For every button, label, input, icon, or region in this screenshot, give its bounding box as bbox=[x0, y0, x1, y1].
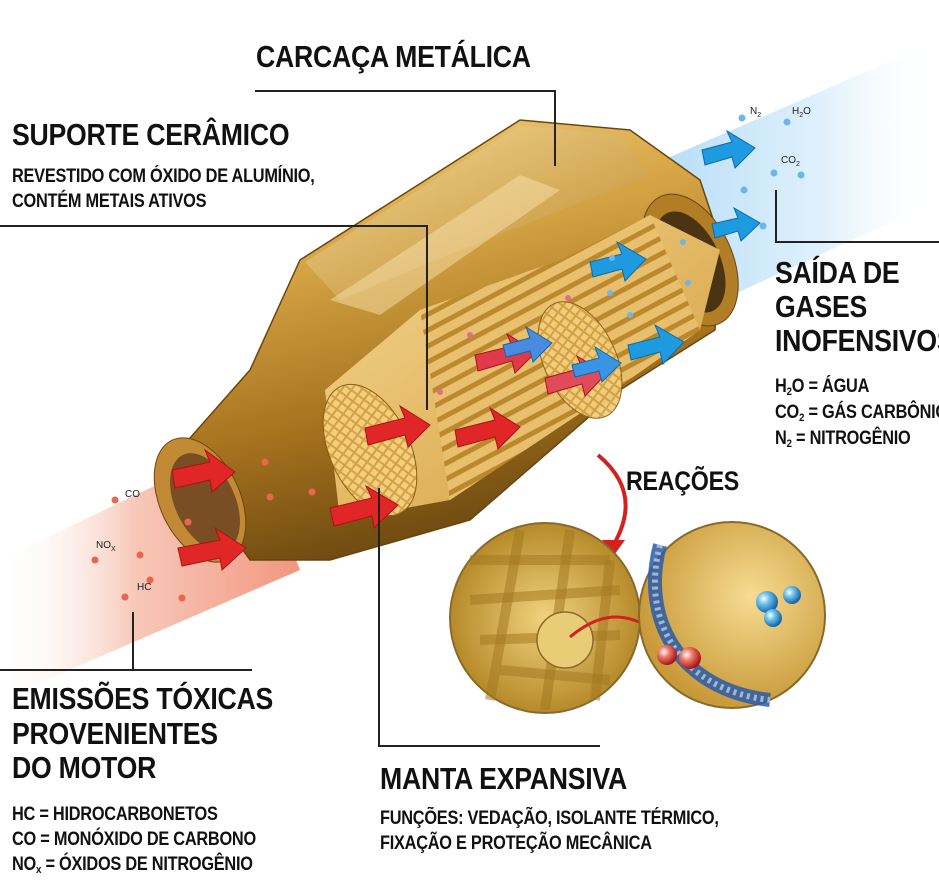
leader-inlet-v bbox=[132, 612, 134, 670]
substrate-title: SUPORTE CERÂMICO bbox=[12, 118, 289, 153]
legend-hc: HC = HIDROCARBONETOS bbox=[12, 802, 256, 827]
reactions-title: REAÇÕES bbox=[626, 466, 739, 496]
substrate-desc-line-1: REVESTIDO COM ÓXIDO DE ALUMÍNIO, bbox=[12, 164, 315, 189]
legend-co: CO = MONÓXIDO DE CARBONO bbox=[12, 827, 256, 852]
magnified-reaction-circle bbox=[639, 522, 825, 708]
mat-desc-line-2: FIXAÇÃO E PROTEÇÃO MECÂNICA bbox=[380, 831, 719, 856]
outlet-title-line-3: INOFENSIVOS bbox=[775, 324, 939, 358]
leader-housing-v bbox=[554, 90, 556, 166]
substrate-desc-line-2: CONTÉM METAIS ATIVOS bbox=[12, 189, 315, 214]
gas-tag-co: CO bbox=[125, 489, 140, 500]
leader-substrate-h bbox=[0, 225, 428, 227]
inlet-legend: HC = HIDROCARBONETOS CO = MONÓXIDO DE CA… bbox=[12, 802, 256, 878]
housing-title: CARCAÇA METÁLICA bbox=[256, 40, 531, 75]
legend-co2: CO2 = GÁS CARBÔNICO bbox=[775, 400, 939, 426]
gas-tag-n2: N2 bbox=[750, 106, 761, 119]
mat-title: MANTA EXPANSIVA bbox=[380, 762, 627, 797]
legend-nox: NOx = ÓXIDOS DE NITROGÊNIO bbox=[12, 852, 256, 878]
outlet-title-line-1: SAÍDA DE bbox=[775, 256, 939, 290]
inlet-title-line-1: EMISSÕES TÓXICAS bbox=[12, 682, 273, 717]
legend-n2: N2 = NITROGÊNIO bbox=[775, 426, 939, 452]
outlet-legend: H2O = ÁGUA CO2 = GÁS CARBÔNICO N2 = NITR… bbox=[775, 374, 939, 452]
leader-housing-h bbox=[255, 90, 555, 92]
leader-mat-h bbox=[378, 745, 600, 747]
leader-outlet-h bbox=[775, 241, 939, 243]
leader-outlet-v bbox=[775, 190, 777, 242]
inlet-title: EMISSÕES TÓXICAS PROVENIENTES DO MOTOR bbox=[12, 682, 273, 786]
outlet-title: SAÍDA DE GASES INOFENSIVOS bbox=[775, 256, 939, 358]
gas-tag-hc: HC bbox=[137, 582, 151, 593]
mat-description: FUNÇÕES: VEDAÇÃO, ISOLANTE TÉRMICO, FIXA… bbox=[380, 806, 719, 856]
mat-desc-line-1: FUNÇÕES: VEDAÇÃO, ISOLANTE TÉRMICO, bbox=[380, 806, 719, 831]
substrate-description: REVESTIDO COM ÓXIDO DE ALUMÍNIO, CONTÉM … bbox=[12, 164, 315, 214]
outlet-title-line-2: GASES bbox=[775, 290, 939, 324]
inlet-title-line-3: DO MOTOR bbox=[12, 751, 273, 786]
inlet-title-line-2: PROVENIENTES bbox=[12, 717, 273, 752]
leader-inlet-h bbox=[0, 669, 252, 671]
legend-h2o: H2O = ÁGUA bbox=[775, 374, 939, 400]
magnified-substrate-circle bbox=[450, 523, 660, 713]
leader-substrate-v bbox=[426, 225, 428, 410]
reactions-arrow bbox=[598, 455, 626, 548]
leader-mat-v bbox=[378, 488, 380, 746]
